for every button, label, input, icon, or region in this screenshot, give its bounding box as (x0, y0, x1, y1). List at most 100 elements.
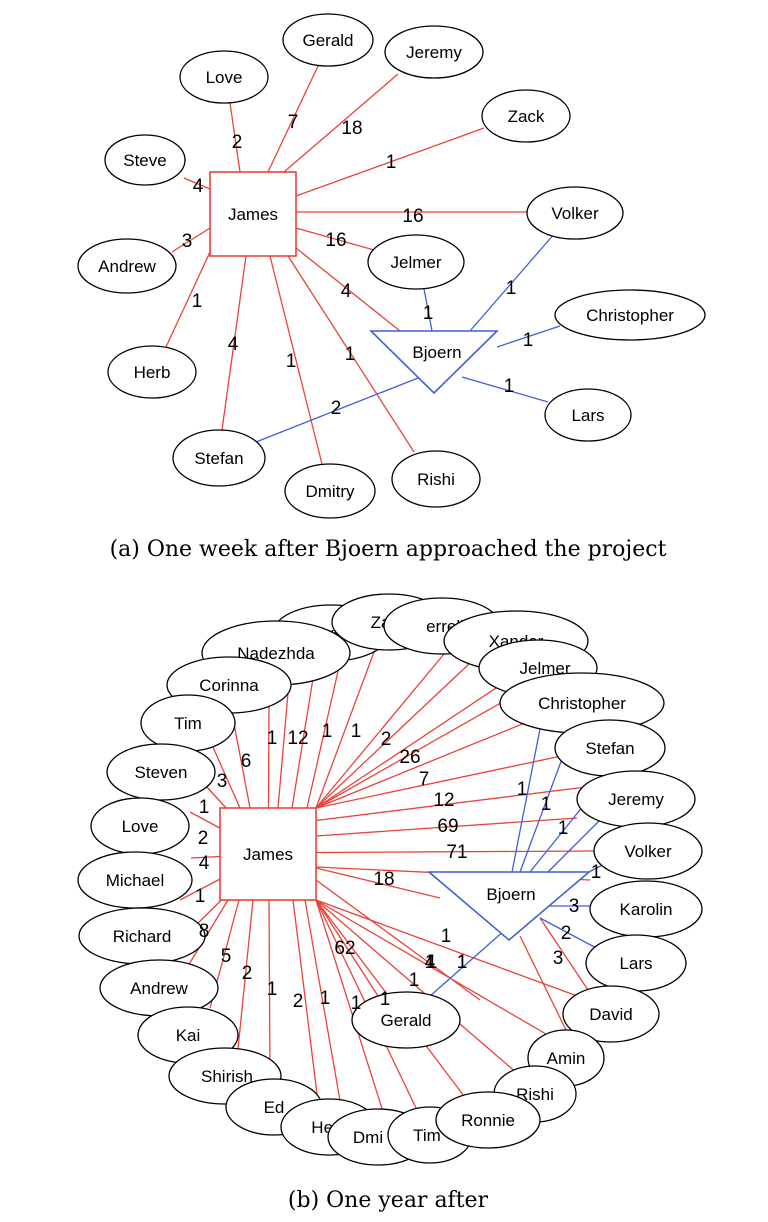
panel-a-node-rishi: Rishi (391, 450, 481, 508)
panel-b-node-label: Dmi (353, 1128, 383, 1147)
panel-b-edge-red (315, 899, 519, 1075)
panel-b-node-christopher: Christopher (499, 672, 665, 734)
panel-b-edge-red (315, 691, 521, 809)
panel-b-node-volker: Volker (593, 822, 703, 880)
panel-a-edge-weight-label: 4 (193, 176, 204, 197)
panel-b-edge-weight-label: 1 (457, 952, 468, 973)
panel-a-edge-weight-label: 2 (331, 398, 342, 419)
panel-a-node-christopher: Christopher (554, 289, 706, 341)
panel-a-edge-weight-label: 16 (325, 230, 346, 251)
panel-b-edge-weight-label: 71 (446, 842, 467, 863)
panel-b-edge-weight-label: 1 (199, 797, 210, 818)
panel-b-bjoern-triangle (426, 871, 592, 942)
panel-b-node-label: Ronnie (461, 1111, 515, 1130)
panel-a-node-label: Volker (551, 204, 599, 223)
panel-b-edge-weight-label: 8 (199, 921, 210, 942)
panel-b-edge-red (304, 899, 343, 1113)
panel-a-node-ellipse (77, 238, 177, 294)
panel-a-node-ellipse (179, 50, 269, 104)
panel-b-edge-red (268, 899, 271, 1084)
panel-b-edge-weight-label: 12 (433, 790, 454, 811)
panel-b-node-michael: Michael (77, 851, 193, 909)
panel-b-edge-weight-label: 1 (320, 988, 331, 1009)
panel-a-node-gerald: Gerald (282, 13, 374, 67)
panel-b-edge-red (267, 699, 270, 809)
panel-a-edge-red (295, 127, 485, 197)
caption-panel-a: (a) One week after Bjoern approached the… (110, 537, 667, 562)
panel-b-edge-red (315, 715, 543, 809)
panel-b-edge-weight-label: 69 (437, 816, 458, 837)
panel-b-edge-weight-label: 5 (221, 946, 232, 967)
panel-b-edge-weight-label: 6 (241, 751, 252, 772)
panel-b-edge-weight-label: 1 (427, 952, 438, 973)
panel-b-edge-weight-label: 1 (322, 721, 333, 742)
panel-b-node-label: Gerald (380, 1011, 431, 1030)
panel-a-edge-weight-label: 16 (402, 206, 423, 227)
panel-a-node-volker: Volker (526, 186, 624, 240)
panel-b-node-label: Love (122, 817, 159, 836)
panel-b-node-label: Karolin (620, 900, 673, 919)
panel-b-node-karolin: Karolin (589, 880, 703, 938)
panel-b-node-ellipse (351, 991, 461, 1049)
panel-b-edge-red (187, 899, 229, 967)
panel-b-edge-red (519, 935, 567, 1031)
panel-a-node-ellipse (481, 89, 571, 143)
panel-a-node-dmitry: Dmitry (284, 463, 376, 519)
panel-a-node-label: Zack (508, 107, 545, 126)
panel-a-node-ellipse (554, 289, 706, 341)
panel-a-edge-weight-label: 18 (341, 118, 362, 139)
panel-b-node-label: Ed (264, 1098, 285, 1117)
panel-b-edge-weight-label: 1 (425, 952, 436, 973)
panel-a-edge-red (183, 177, 211, 190)
panel-a-edge-weight-label: 4 (228, 334, 239, 355)
panel-b-node-label: Corinna (199, 676, 259, 695)
panel-b-edge-weight-label: 1 (351, 721, 362, 742)
panel-a-node-ellipse (544, 388, 632, 442)
panel-a-node-label: Herb (134, 363, 171, 382)
panel-b-node-label: Andrew (130, 979, 188, 998)
panel-b-edge-weight-label: 3 (569, 896, 580, 917)
edge-layer (165, 65, 613, 1119)
panel-b-james-label: James (243, 845, 293, 864)
panel-a-edge-red (229, 102, 241, 173)
panel-b-node-label: Stefan (585, 739, 634, 758)
panel-a-node-label: Rishi (417, 470, 455, 489)
panel-b-node-label: Michael (106, 871, 165, 890)
panel-b-edge-red (315, 662, 471, 809)
panel-b-edge-red (315, 899, 386, 1119)
panel-a-edge-blue (255, 377, 419, 443)
panel-b-node-richard: Richard (78, 907, 206, 965)
panel-b-node-gerald: Gerald (351, 991, 461, 1049)
panel-b-node-label: Tim (174, 714, 202, 733)
panel-a-node-label: Dmitry (305, 482, 355, 501)
panel-b-node-label: Rishi (516, 1085, 554, 1104)
panel-a-node-lars: Lars (544, 388, 632, 442)
panel-a-bjoern-triangle (369, 330, 499, 395)
panel-a-node-ellipse (172, 429, 266, 487)
panel-a-node-ellipse (282, 13, 374, 67)
panel-b-bjoern-label: Bjoern (486, 885, 535, 904)
panel-b-edge-red (315, 817, 578, 837)
panel-b-node-label: Kai (176, 1026, 201, 1045)
panel-a-edge-weight-label: 1 (504, 376, 515, 397)
panel-b-edge-red (315, 653, 445, 809)
panel-b-edge-red (315, 675, 515, 809)
panel-b-node-stefan: Stefan (554, 719, 666, 777)
panel-b-edge-weight-label: 1 (380, 989, 391, 1010)
panel-a-node-ellipse (384, 25, 484, 79)
panel-b-james-box (219, 807, 317, 901)
panel-a-edge-blue (469, 232, 556, 332)
panel-b-edge-weight-label: 2 (198, 828, 209, 849)
panel-b-edge-red (315, 879, 481, 1001)
panel-b-edge-red (315, 899, 547, 1035)
panel-b-edge-weight-label: 4 (199, 853, 210, 874)
panel-b-edge-weight-label: 1 (558, 818, 569, 839)
panel-a-node-ellipse (391, 450, 481, 508)
panel-b-node-label: Nadezhda (237, 644, 315, 663)
panel-b-node-jeremy: Jeremy (576, 770, 696, 828)
panel-b-edge-weight-label: 1 (351, 993, 362, 1014)
panel-a-edge-weight-label: 1 (386, 152, 397, 173)
